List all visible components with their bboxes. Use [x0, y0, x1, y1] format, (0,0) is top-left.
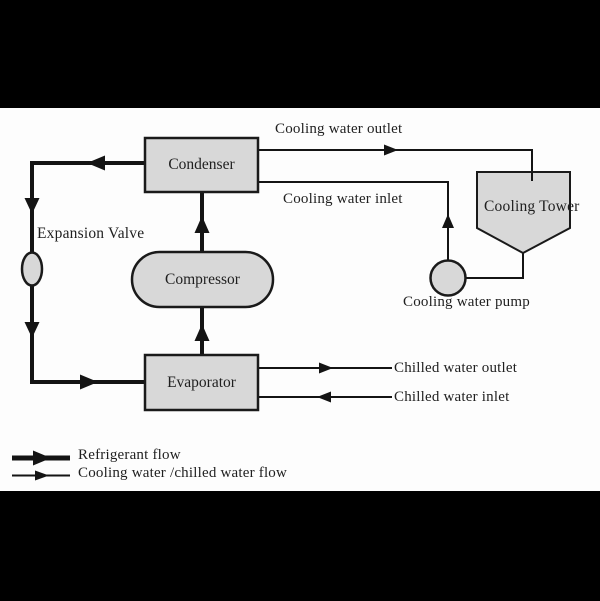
refrigerant-condenser-to-evaporator-line: [30, 161, 145, 384]
expansion-valve-label: Expansion Valve: [37, 225, 145, 242]
chilled-water-outlet-label: Chilled water outlet: [394, 360, 518, 376]
legend-refrigerant-flow-label: Refrigerant flow: [78, 447, 181, 463]
arrowhead-up-to-condenser-icon: [194, 216, 210, 233]
chilled-water-inlet-label: Chilled water inlet: [394, 389, 510, 405]
arrowhead-chilled-outlet-icon: [319, 362, 333, 374]
cooling-water-pump-circle: [429, 259, 467, 297]
compressor-shape: [130, 250, 275, 309]
arrowhead-down-expansion-2-icon: [24, 322, 40, 338]
compressor-label: Compressor: [165, 270, 240, 288]
cooling-water-outlet-line: [258, 149, 533, 173]
evaporator-box: [143, 353, 260, 412]
legend-refrigerant-arrowhead-icon: [33, 450, 51, 466]
top-letterbox-bar: [0, 0, 600, 108]
cooling-water-pump-label: Cooling water pump: [403, 294, 530, 310]
cooling-water-outlet-label: Cooling water outlet: [275, 121, 403, 137]
arrowhead-up-to-compressor-icon: [194, 324, 210, 341]
cooling-tower-shape: [476, 171, 571, 255]
legend-water-flow-label: Cooling water /chilled water flow: [78, 465, 288, 481]
pump-to-tower-line: [464, 252, 524, 279]
expansion-valve-symbol: [20, 251, 44, 287]
cooling-water-inlet-label: Cooling water inlet: [283, 191, 403, 207]
arrowhead-chilled-inlet-icon: [317, 391, 331, 403]
legend-water-arrowhead-icon: [35, 470, 49, 481]
condenser-box: [143, 136, 260, 194]
cooling-water-inlet-line: [258, 181, 449, 262]
cooling-tower-label: Cooling Tower: [484, 198, 580, 215]
evaporator-label: Evaporator: [167, 373, 236, 391]
arrowhead-cooling-outlet-icon: [384, 144, 398, 156]
condenser-label: Condenser: [168, 156, 235, 173]
arrowhead-down-expansion-1-icon: [24, 198, 40, 214]
arrowhead-cooling-inlet-up-icon: [442, 214, 454, 228]
bottom-letterbox-bar: [0, 491, 600, 601]
arrowhead-left-to-expansion-icon: [87, 155, 105, 171]
arrowhead-right-into-evaporator-icon: [80, 374, 98, 390]
